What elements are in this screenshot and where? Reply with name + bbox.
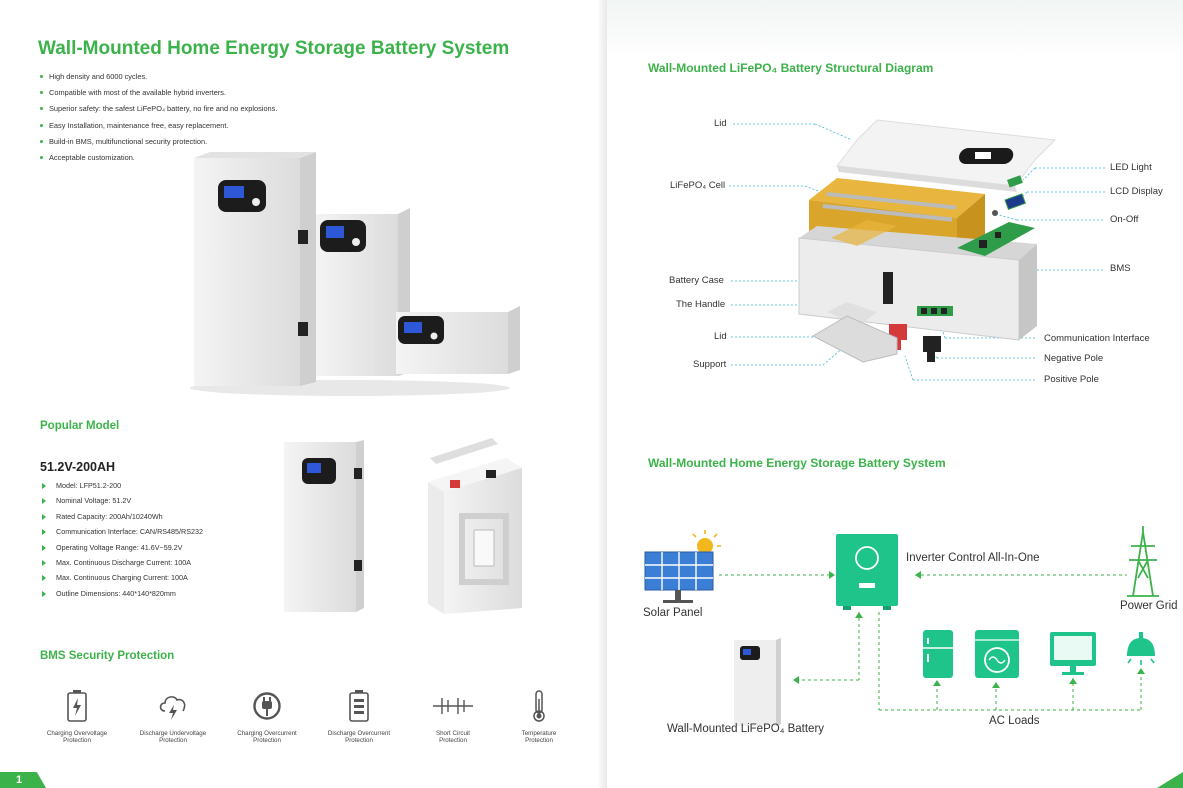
bms-label-1: Temperature	[521, 730, 557, 737]
spec-list: Model: LFP51.2-200 Nominal Voltage: 51.2…	[42, 481, 203, 604]
spec-item: Nominal Voltage: 51.2V	[42, 496, 203, 511]
battery-level-icon	[349, 690, 369, 722]
bms-label-1: Short Circuit	[435, 730, 471, 737]
spec-item: Max. Continuous Discharge Current: 100A	[42, 558, 203, 573]
bms-label-2: Protection	[63, 737, 91, 744]
left-page: Wall-Mounted Home Energy Storage Battery…	[0, 38, 584, 788]
callout-onoff: On-Off	[1110, 214, 1139, 225]
solar-label: Solar Panel	[643, 607, 703, 619]
header-wash	[607, 0, 1183, 60]
feature-list: High density and 6000 cycles. Compatible…	[40, 72, 277, 169]
feature-item: Compatible with most of the available hy…	[40, 88, 277, 104]
spec-item: Outline Dimensions: 440*140*820mm	[42, 589, 203, 604]
system-flow-diagram	[644, 526, 1159, 726]
feature-item: Superior safety: the safest LiFePO₄ batt…	[40, 104, 277, 120]
model-back-image	[428, 438, 522, 614]
battery-bolt-icon	[67, 690, 87, 722]
callout-led: LED Light	[1110, 162, 1152, 173]
page-number: 1	[16, 774, 23, 786]
cloud-bolt-icon	[159, 696, 186, 720]
loads-label: AC Loads	[989, 715, 1040, 727]
lamp-icon	[1127, 632, 1155, 665]
spec-item: Operating Voltage Range: 41.6V~59.2V	[42, 543, 203, 558]
power-grid-icon	[1127, 526, 1159, 597]
callout-case: Battery Case	[669, 275, 724, 286]
thermometer-icon	[533, 690, 545, 722]
bms-label-1: Discharge Overcurrent	[327, 730, 391, 737]
feature-item: Acceptable customization.	[40, 153, 277, 169]
spec-item: Model: LFP51.2-200	[42, 481, 203, 496]
feature-item: Easy Installation, maintenance free, eas…	[40, 121, 277, 137]
inverter-icon	[836, 534, 898, 610]
callout-bms: BMS	[1110, 263, 1131, 274]
bms-label-2: Protection	[253, 737, 281, 744]
right-page: Wall-Mounted LiFePO₄ Battery Structural …	[607, 0, 1183, 788]
callout-support: Support	[693, 359, 727, 370]
bms-label-2: Protection	[439, 737, 467, 744]
inverter-label: Inverter Control All-In-One	[906, 552, 1040, 564]
callout-handle: The Handle	[676, 299, 726, 310]
callout-negative: Negative Pole	[1044, 353, 1104, 364]
bms-label-2: Protection	[345, 737, 373, 744]
spec-item: Rated Capacity: 200Ah/10240Wh	[42, 512, 203, 527]
bms-label-1: Charging Overcurrent	[237, 730, 297, 737]
corner-tab	[1157, 772, 1183, 788]
callout-lid-bottom: Lid	[714, 331, 727, 342]
fridge-icon	[923, 630, 953, 678]
bms-label-1: Discharge Undervoltage	[139, 730, 207, 737]
washer-icon	[975, 630, 1019, 678]
monitor-icon	[1050, 632, 1096, 675]
hero-battery-image	[190, 152, 520, 396]
system-heading: Wall-Mounted Home Energy Storage Battery…	[648, 456, 946, 470]
callout-comm: Communication Interface	[1044, 333, 1150, 344]
page-title: Wall-Mounted Home Energy Storage Battery…	[38, 38, 510, 59]
bms-label-2: Protection	[525, 737, 553, 744]
callout-lcd: LCD Display	[1110, 186, 1163, 197]
battery-unit-icon	[734, 638, 781, 726]
grid-label: Power Grid	[1120, 600, 1178, 612]
circuit-icon	[433, 698, 473, 714]
callout-positive: Positive Pole	[1044, 374, 1099, 385]
feature-item: Build-in BMS, multifunctional security p…	[40, 137, 277, 153]
structural-heading: Wall-Mounted LiFePO₄ Battery Structural …	[648, 61, 934, 75]
feature-item: High density and 6000 cycles.	[40, 72, 277, 88]
bms-label-1: Charging Overvoltage	[46, 730, 108, 737]
bms-label-2: Protection	[159, 737, 187, 744]
bms-heading: BMS Security Protection	[40, 650, 175, 662]
callout-cell: LiFePO₄ Cell	[670, 180, 726, 191]
structural-diagram	[729, 119, 1105, 381]
battery-label: Wall-Mounted LiFePO₄ Battery	[667, 723, 825, 735]
popular-model-heading: Popular Model	[40, 420, 120, 432]
callout-lid-top: Lid	[714, 118, 727, 129]
plug-icon	[253, 692, 281, 720]
model-name: 51.2V-200AH	[40, 460, 116, 474]
spec-item: Communication Interface: CAN/RS485/RS232	[42, 527, 203, 542]
solar-panel-icon	[644, 530, 721, 603]
spec-item: Max. Continuous Charging Current: 100A	[42, 573, 203, 588]
page-number-tab: 1	[0, 772, 46, 788]
model-front-image	[284, 440, 364, 612]
